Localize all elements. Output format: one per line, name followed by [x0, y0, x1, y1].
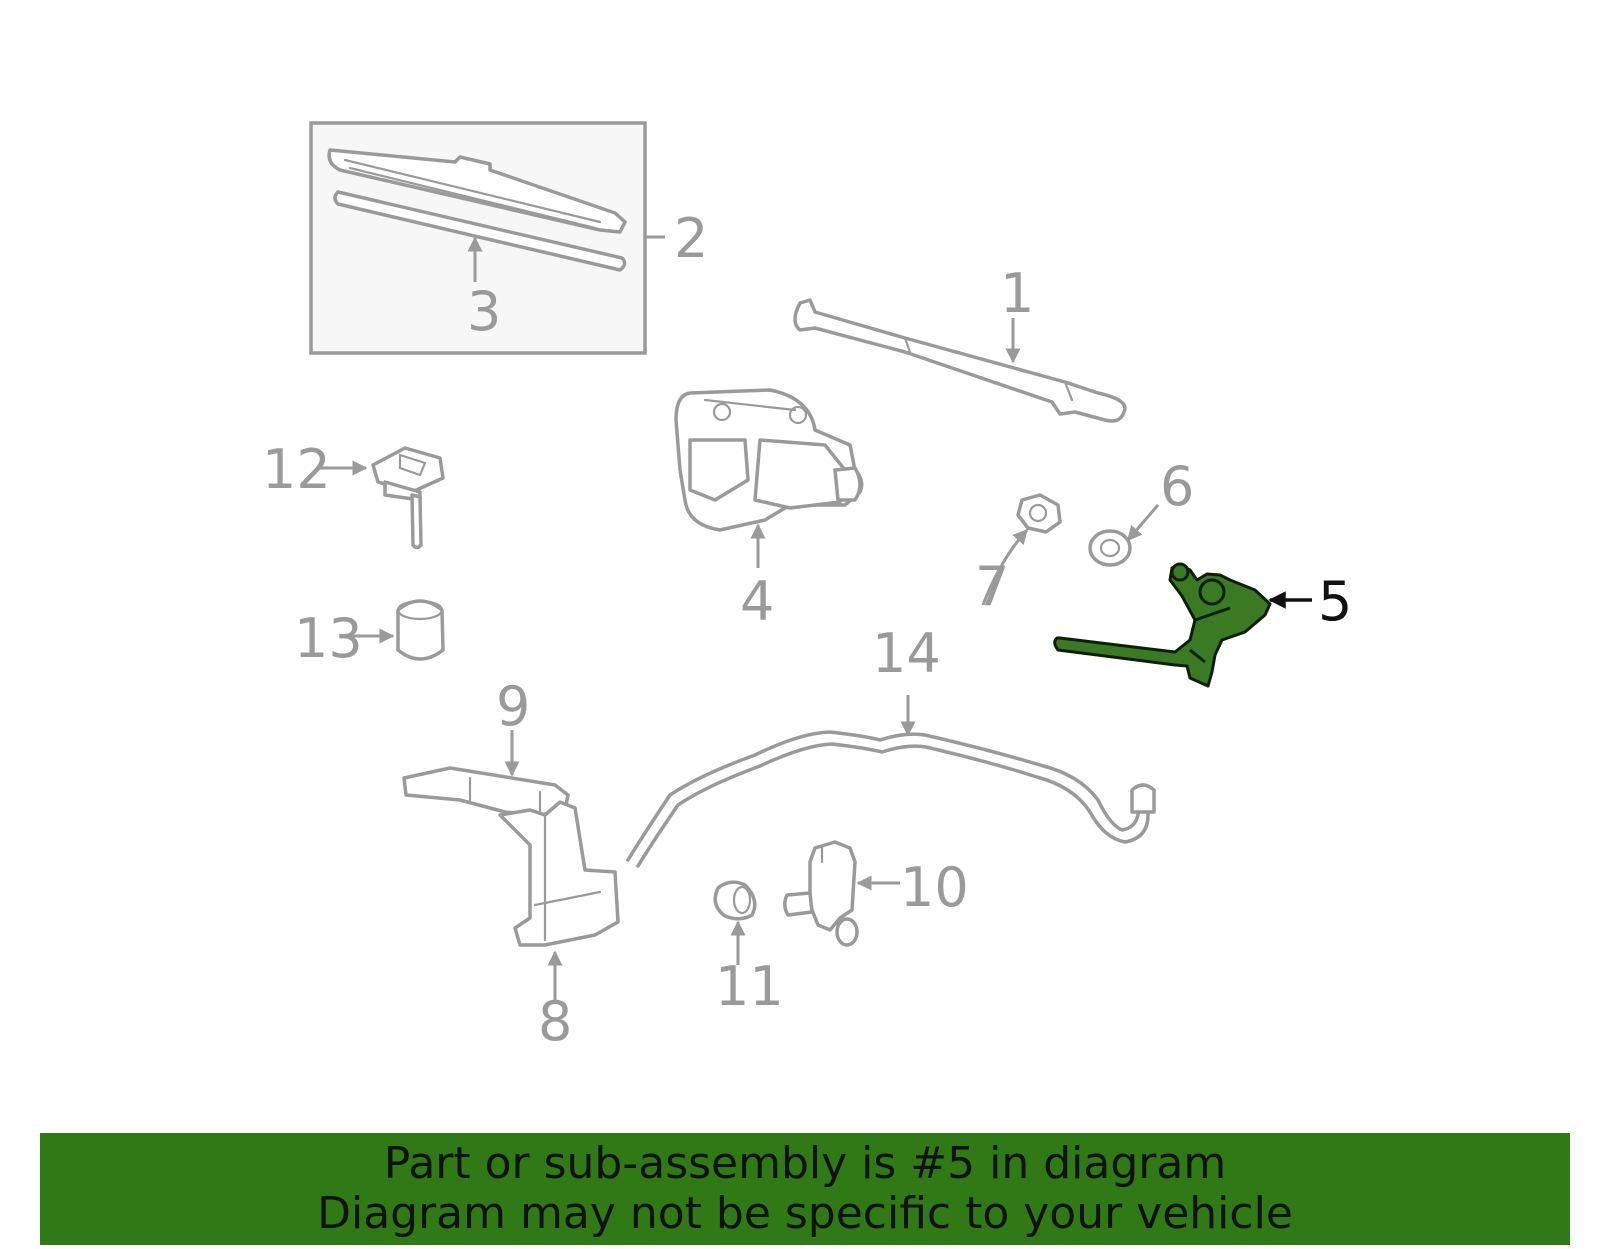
callout-13: 13	[294, 607, 363, 670]
wiper-blade-box	[309, 121, 665, 355]
callout-4: 4	[740, 570, 774, 633]
callout-8: 8	[538, 990, 572, 1053]
callout-14: 14	[872, 622, 941, 685]
callout-11: 11	[715, 955, 784, 1018]
nut-part-7[interactable]	[1016, 493, 1062, 534]
pivot-linkage-part-5[interactable]	[1053, 562, 1272, 688]
wiper-blade-insert-part-3[interactable]	[333, 190, 627, 272]
cap-part-13[interactable]	[396, 599, 445, 661]
callout-5: 5	[1318, 570, 1352, 633]
callout-9: 9	[496, 675, 530, 738]
callout-6: 6	[1160, 455, 1194, 518]
wiper-arm-part-1[interactable]	[793, 298, 1127, 423]
callout-2: 2	[674, 207, 708, 270]
callout-10: 10	[900, 856, 969, 919]
washer-part-6[interactable]	[1088, 529, 1132, 567]
wiper-blade-part-2[interactable]	[327, 148, 627, 234]
wiper-motor-part-4[interactable]	[674, 388, 864, 532]
grommet-part-11[interactable]	[713, 880, 757, 921]
washer-pump-part-10[interactable]	[783, 840, 859, 947]
callout-3: 3	[467, 280, 501, 343]
reservoir-cover-part-9[interactable]	[402, 766, 570, 817]
washer-hose-part-14[interactable]	[626, 730, 1156, 868]
banner-line-1: Part or sub-assembly is #5 in diagram	[383, 1138, 1227, 1189]
info-banner: Part or sub-assembly is #5 in diagram Di…	[40, 1133, 1570, 1245]
callout-7: 7	[975, 555, 1009, 618]
banner-line-2: Diagram may not be specific to your vehi…	[317, 1188, 1293, 1239]
washer-reservoir-part-8[interactable]	[498, 800, 620, 947]
callout-12: 12	[262, 438, 331, 501]
washer-switch-part-12[interactable]	[371, 446, 445, 550]
callout-1: 1	[1000, 262, 1034, 325]
